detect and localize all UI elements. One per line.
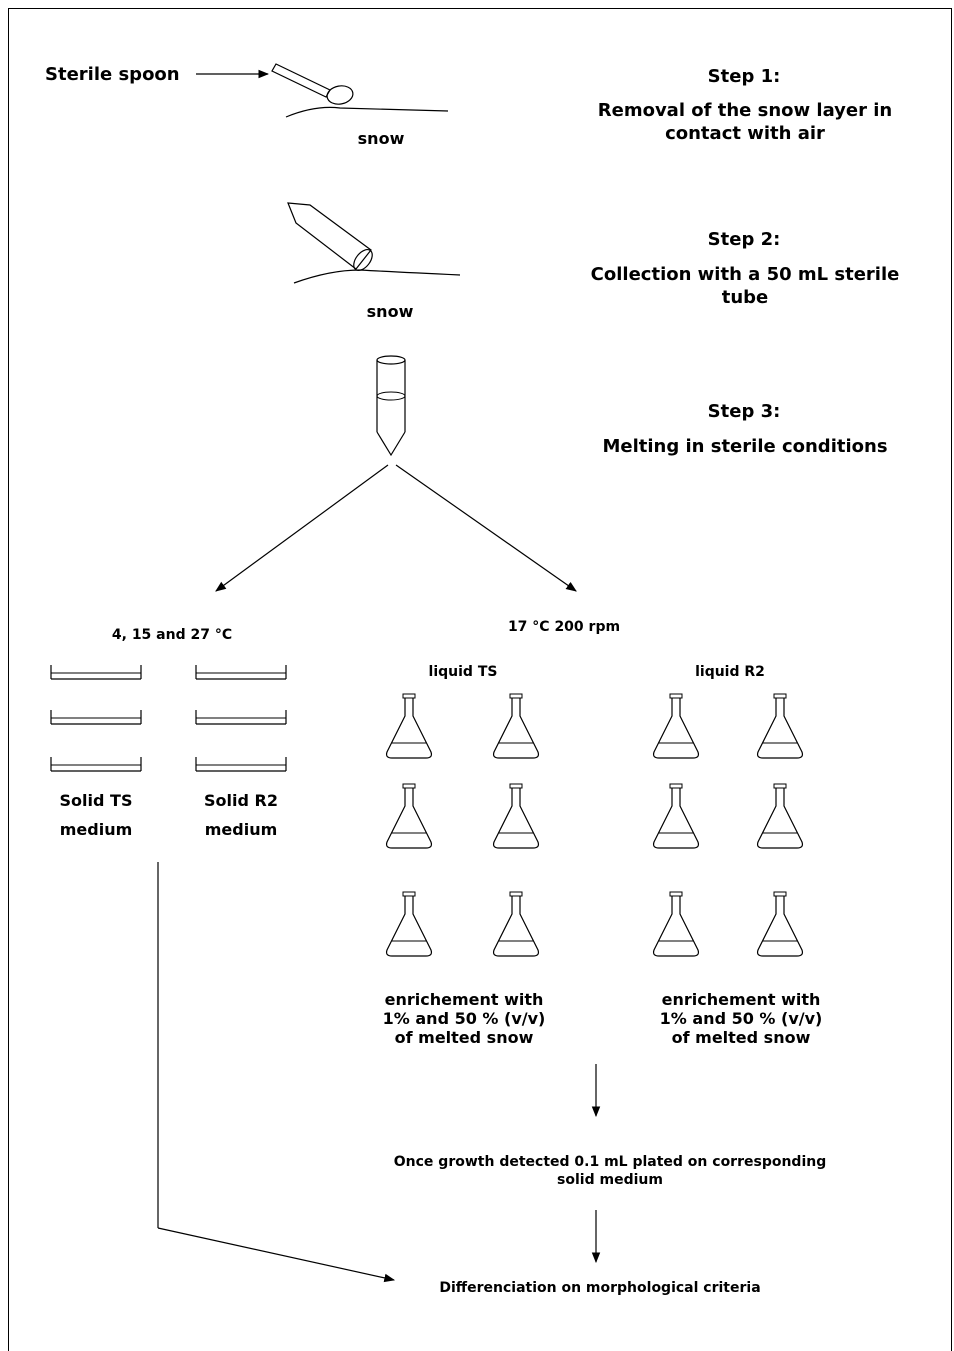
incubation-temperatures: 4, 15 and 27 °C [111,627,233,643]
spoon-icon [271,63,354,105]
enrichment-r2-line2: 1% and 50 % (v/v) [659,1009,823,1028]
conical-tube-icon [376,355,406,457]
step1-text-line2: contact with air [665,123,825,144]
solid-ts-label-line1: Solid TS [59,791,133,810]
step3-text: Melting in sterile conditions [602,436,888,457]
plating-text-line2: solid medium [557,1172,663,1188]
solid-r2-label-line1: Solid R2 [204,791,278,810]
solid-ts-label-line2: medium [59,820,133,839]
left-path-arrow [157,1227,396,1283]
step1-text-line1: Removal of the snow layer in [597,100,893,121]
enrichment-r2-line3: of melted snow [671,1028,811,1047]
step2-text-line1: Collection with a 50 mL sterile [590,264,900,285]
petri-dishes [50,664,287,772]
step2-text-line2: tube [721,287,769,308]
enrichment-ts-line3: of melted snow [394,1028,534,1047]
final-step-text: Differenciation on morphological criteri… [439,1280,761,1296]
tube-icon [287,202,373,271]
liquid-r2-label: liquid R2 [695,664,765,680]
snow-surface-2 [293,269,461,284]
branch-arrow-left [215,464,389,592]
snow-label-1: snow [357,129,405,148]
snow-label-2: snow [366,302,414,321]
step1-title: Step 1: [707,66,781,87]
incubation-condition: 17 °C 200 rpm [507,619,621,635]
diagram-frame [8,8,952,1351]
step3-title: Step 3: [707,401,781,422]
liquid-ts-label: liquid TS [428,664,498,680]
branch-arrow-right [395,464,577,592]
snow-surface-1 [285,106,449,118]
flasks-liquid-r2 [652,693,804,957]
enrichment-r2-line1: enrichement with [661,990,821,1009]
sterile-spoon-label: Sterile spoon [45,64,180,85]
flasks-liquid-ts [385,693,540,957]
enrichment-ts-line2: 1% and 50 % (v/v) [382,1009,546,1028]
solid-r2-label-line2: medium [204,820,278,839]
plating-text-line1: Once growth detected 0.1 mL plated on co… [393,1154,827,1170]
enrichment-ts-line1: enrichement with [384,990,544,1009]
step2-title: Step 2: [707,229,781,250]
